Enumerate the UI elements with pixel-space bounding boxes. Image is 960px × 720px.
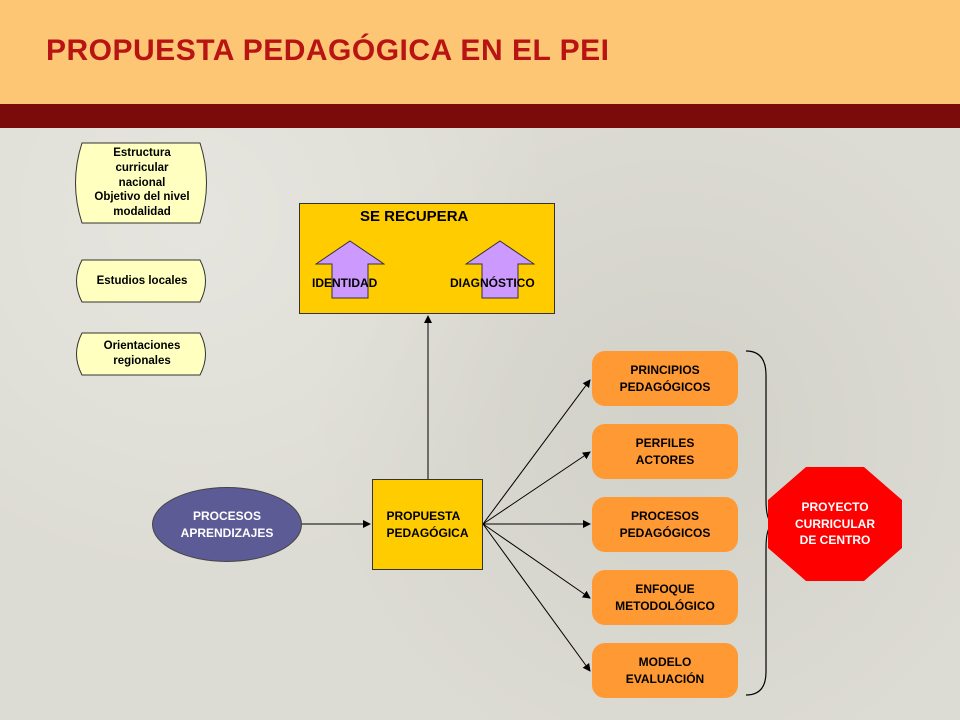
result-line: PROYECTO <box>801 499 869 514</box>
scroll-line: Orientaciones <box>103 340 181 353</box>
component-line: MODELO <box>638 654 692 669</box>
result-line: CURRICULAR <box>795 516 875 531</box>
slide-title: PROPUESTA PEDAGÓGICA EN EL PEI <box>46 34 610 67</box>
se-recupera-title: SE RECUPERA <box>360 208 469 225</box>
component-line: PEDAGÓGICOS <box>619 525 711 540</box>
propuesta-line: PROPUESTA <box>386 509 461 524</box>
arrow-to-enfoque <box>482 523 591 599</box>
component-line: ACTORES <box>635 452 695 467</box>
scroll-line: Estructura <box>113 146 171 159</box>
procesos-aprendizajes-oval: PROCESOS APRENDIZAJES <box>152 487 302 562</box>
component-line: PRINCIPIOS <box>630 362 700 377</box>
scroll-estudios-locales: Estudios locales <box>80 260 204 302</box>
component-line: PERFILES <box>635 435 695 450</box>
identidad-label: IDENTIDAD <box>312 276 378 290</box>
component-line: PROCESOS <box>630 508 699 523</box>
result-line: DE CENTRO <box>799 533 871 548</box>
arrow-to-principios <box>482 379 591 525</box>
component-line: METODOLÓGICO <box>615 598 715 613</box>
scroll-shape-2 <box>76 259 206 303</box>
arrow-to-perfiles <box>482 451 591 525</box>
header-band <box>0 104 960 128</box>
slide-header: PROPUESTA PEDAGÓGICA EN EL PEI <box>0 0 960 104</box>
scroll-estructura-curricular: Estructura curricular nacional Objetivo … <box>80 143 204 223</box>
scroll-orientaciones-regionales: Orientaciones regionales <box>80 333 204 375</box>
proyecto-curricular-label: PROYECTO CURRICULAR DE CENTRO <box>768 467 902 581</box>
scroll-shape-1 <box>75 142 207 224</box>
propuesta-pedagogica-box: PROPUESTA PEDAGÓGICA <box>372 479 483 570</box>
scroll-line: regionales <box>113 355 171 367</box>
arrow-to-modelo <box>482 523 591 672</box>
procesos-pedagogicos-box: PROCESOS PEDAGÓGICOS <box>592 497 738 552</box>
oval-line: APRENDIZAJES <box>180 525 274 540</box>
enfoque-metodologico-box: ENFOQUE METODOLÓGICO <box>592 570 738 625</box>
oval-line: PROCESOS <box>192 508 261 523</box>
component-line: ENFOQUE <box>635 581 695 596</box>
diagnostico-label: DIAGNÓSTICO <box>450 276 535 290</box>
perfiles-actores-box: PERFILES ACTORES <box>592 424 738 479</box>
component-line: PEDAGÓGICOS <box>619 379 711 394</box>
scroll-line: Estudios locales <box>96 274 188 287</box>
se-recupera-box: SE RECUPERA IDENTIDAD DIAGNÓSTICO <box>299 203 555 314</box>
component-line: EVALUACIÓN <box>625 671 705 686</box>
scroll-line: nacional <box>118 176 166 189</box>
modelo-evaluacion-box: MODELO EVALUACIÓN <box>592 643 738 698</box>
scroll-line: Objetivo del nivel <box>94 191 190 204</box>
octagon-shape <box>768 467 902 581</box>
principios-pedagogicos-box: PRINCIPIOS PEDAGÓGICOS <box>592 351 738 406</box>
up-arrow-icon <box>465 240 535 299</box>
propuesta-line: PEDAGÓGICA <box>386 525 469 540</box>
up-arrow-icon <box>315 240 385 299</box>
scroll-line: curricular <box>115 161 169 174</box>
scroll-line: modalidad <box>113 206 171 219</box>
scroll-shape-3 <box>76 332 206 376</box>
